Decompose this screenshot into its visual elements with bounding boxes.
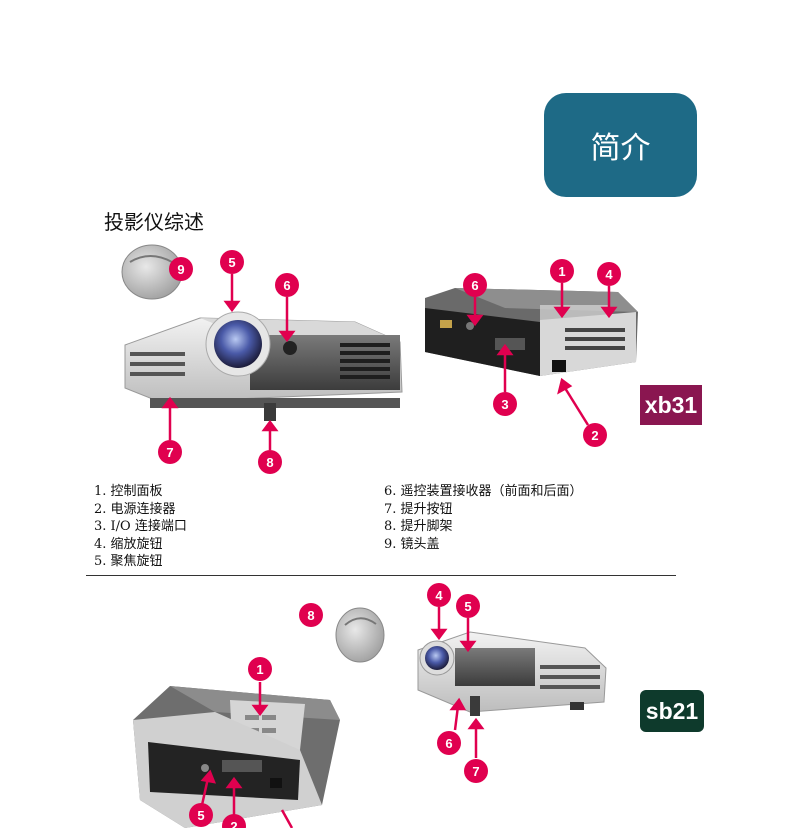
svg-text:5: 5 bbox=[228, 255, 235, 270]
callout-markers: 9 5 6 7 8 6 1 4 3 2 8 4 5 6 7 1 5 2 bbox=[158, 250, 621, 828]
chapter-tab: 简介 bbox=[544, 93, 697, 197]
legend-item: 2. 电源连接器 bbox=[94, 501, 176, 517]
svg-text:5: 5 bbox=[464, 599, 471, 614]
section-title: 投影仪综述 bbox=[104, 210, 204, 234]
legend-item: 5. 聚焦旋钮 bbox=[94, 554, 163, 569]
svg-text:2: 2 bbox=[591, 428, 598, 443]
callout-sb21-2: 2 bbox=[222, 814, 246, 828]
svg-text:4: 4 bbox=[605, 267, 613, 282]
svg-text:6: 6 bbox=[445, 736, 452, 751]
legend-left: 1. 控制面板 2. 电源连接器 3. I/O 连接端口 4. 缩放旋钮 5. … bbox=[94, 483, 187, 571]
sb21-front-view bbox=[417, 631, 607, 716]
callout-sb21-5b: 5 bbox=[189, 803, 213, 827]
callout-sb21-7: 7 bbox=[464, 759, 488, 783]
model-badge-sb21: sb21 bbox=[640, 690, 704, 732]
callout-sb21-4: 4 bbox=[427, 583, 451, 607]
svg-text:4: 4 bbox=[435, 588, 443, 603]
svg-text:8: 8 bbox=[266, 455, 273, 470]
callout-sb21-1: 1 bbox=[248, 657, 272, 681]
svg-text:8: 8 bbox=[307, 608, 314, 623]
callout-xb31-9: 9 bbox=[169, 257, 193, 281]
svg-text:6: 6 bbox=[471, 278, 478, 293]
xb31-front-view bbox=[124, 311, 403, 421]
svg-text:6: 6 bbox=[283, 278, 290, 293]
svg-text:7: 7 bbox=[166, 445, 173, 460]
callout-xb31-7: 7 bbox=[158, 440, 182, 464]
legend-item: 4. 缩放旋钮 bbox=[94, 536, 163, 552]
section-divider bbox=[86, 575, 676, 576]
legend-item: 8. 提升脚架 bbox=[384, 519, 453, 534]
xb31-back-view bbox=[425, 288, 638, 376]
svg-text:5: 5 bbox=[197, 808, 204, 823]
svg-text:7: 7 bbox=[472, 764, 479, 779]
callout-xb31-8: 8 bbox=[258, 450, 282, 474]
legend-item: 9. 镜头盖 bbox=[384, 536, 440, 552]
legend-item: 1. 控制面板 bbox=[94, 484, 163, 499]
legend-item: 7. 提升按钮 bbox=[384, 501, 453, 517]
legend-item: 3. I/O 连接端口 bbox=[94, 519, 187, 534]
callout-xb31-3: 3 bbox=[493, 392, 517, 416]
svg-text:3: 3 bbox=[501, 397, 508, 412]
model-badge-xb31: xb31 bbox=[640, 385, 702, 425]
callout-xb31-5: 5 bbox=[220, 250, 244, 274]
callout-xb31-4: 4 bbox=[597, 262, 621, 286]
svg-text:1: 1 bbox=[558, 264, 565, 279]
sb21-back-view bbox=[133, 686, 340, 828]
callout-sb21-8: 8 bbox=[299, 603, 323, 627]
callout-xb31-1: 1 bbox=[550, 259, 574, 283]
legend-right: 6. 遥控装置接收器（前面和后面） 7. 提升按钮 8. 提升脚架 9. 镜头盖 bbox=[384, 483, 583, 553]
callout-xb31-2: 2 bbox=[583, 423, 607, 447]
callout-xb31-6b: 6 bbox=[463, 273, 487, 297]
callout-sb21-5f: 5 bbox=[456, 594, 480, 618]
sb21-lens-cap bbox=[335, 607, 385, 663]
callout-leaders bbox=[161, 274, 618, 828]
svg-text:9: 9 bbox=[177, 262, 184, 277]
legend-item: 6. 遥控装置接收器（前面和后面） bbox=[384, 484, 583, 499]
svg-text:1: 1 bbox=[256, 662, 263, 677]
callout-xb31-6f: 6 bbox=[275, 273, 299, 297]
callout-sb21-6: 6 bbox=[437, 731, 461, 755]
svg-text:2: 2 bbox=[230, 819, 237, 828]
